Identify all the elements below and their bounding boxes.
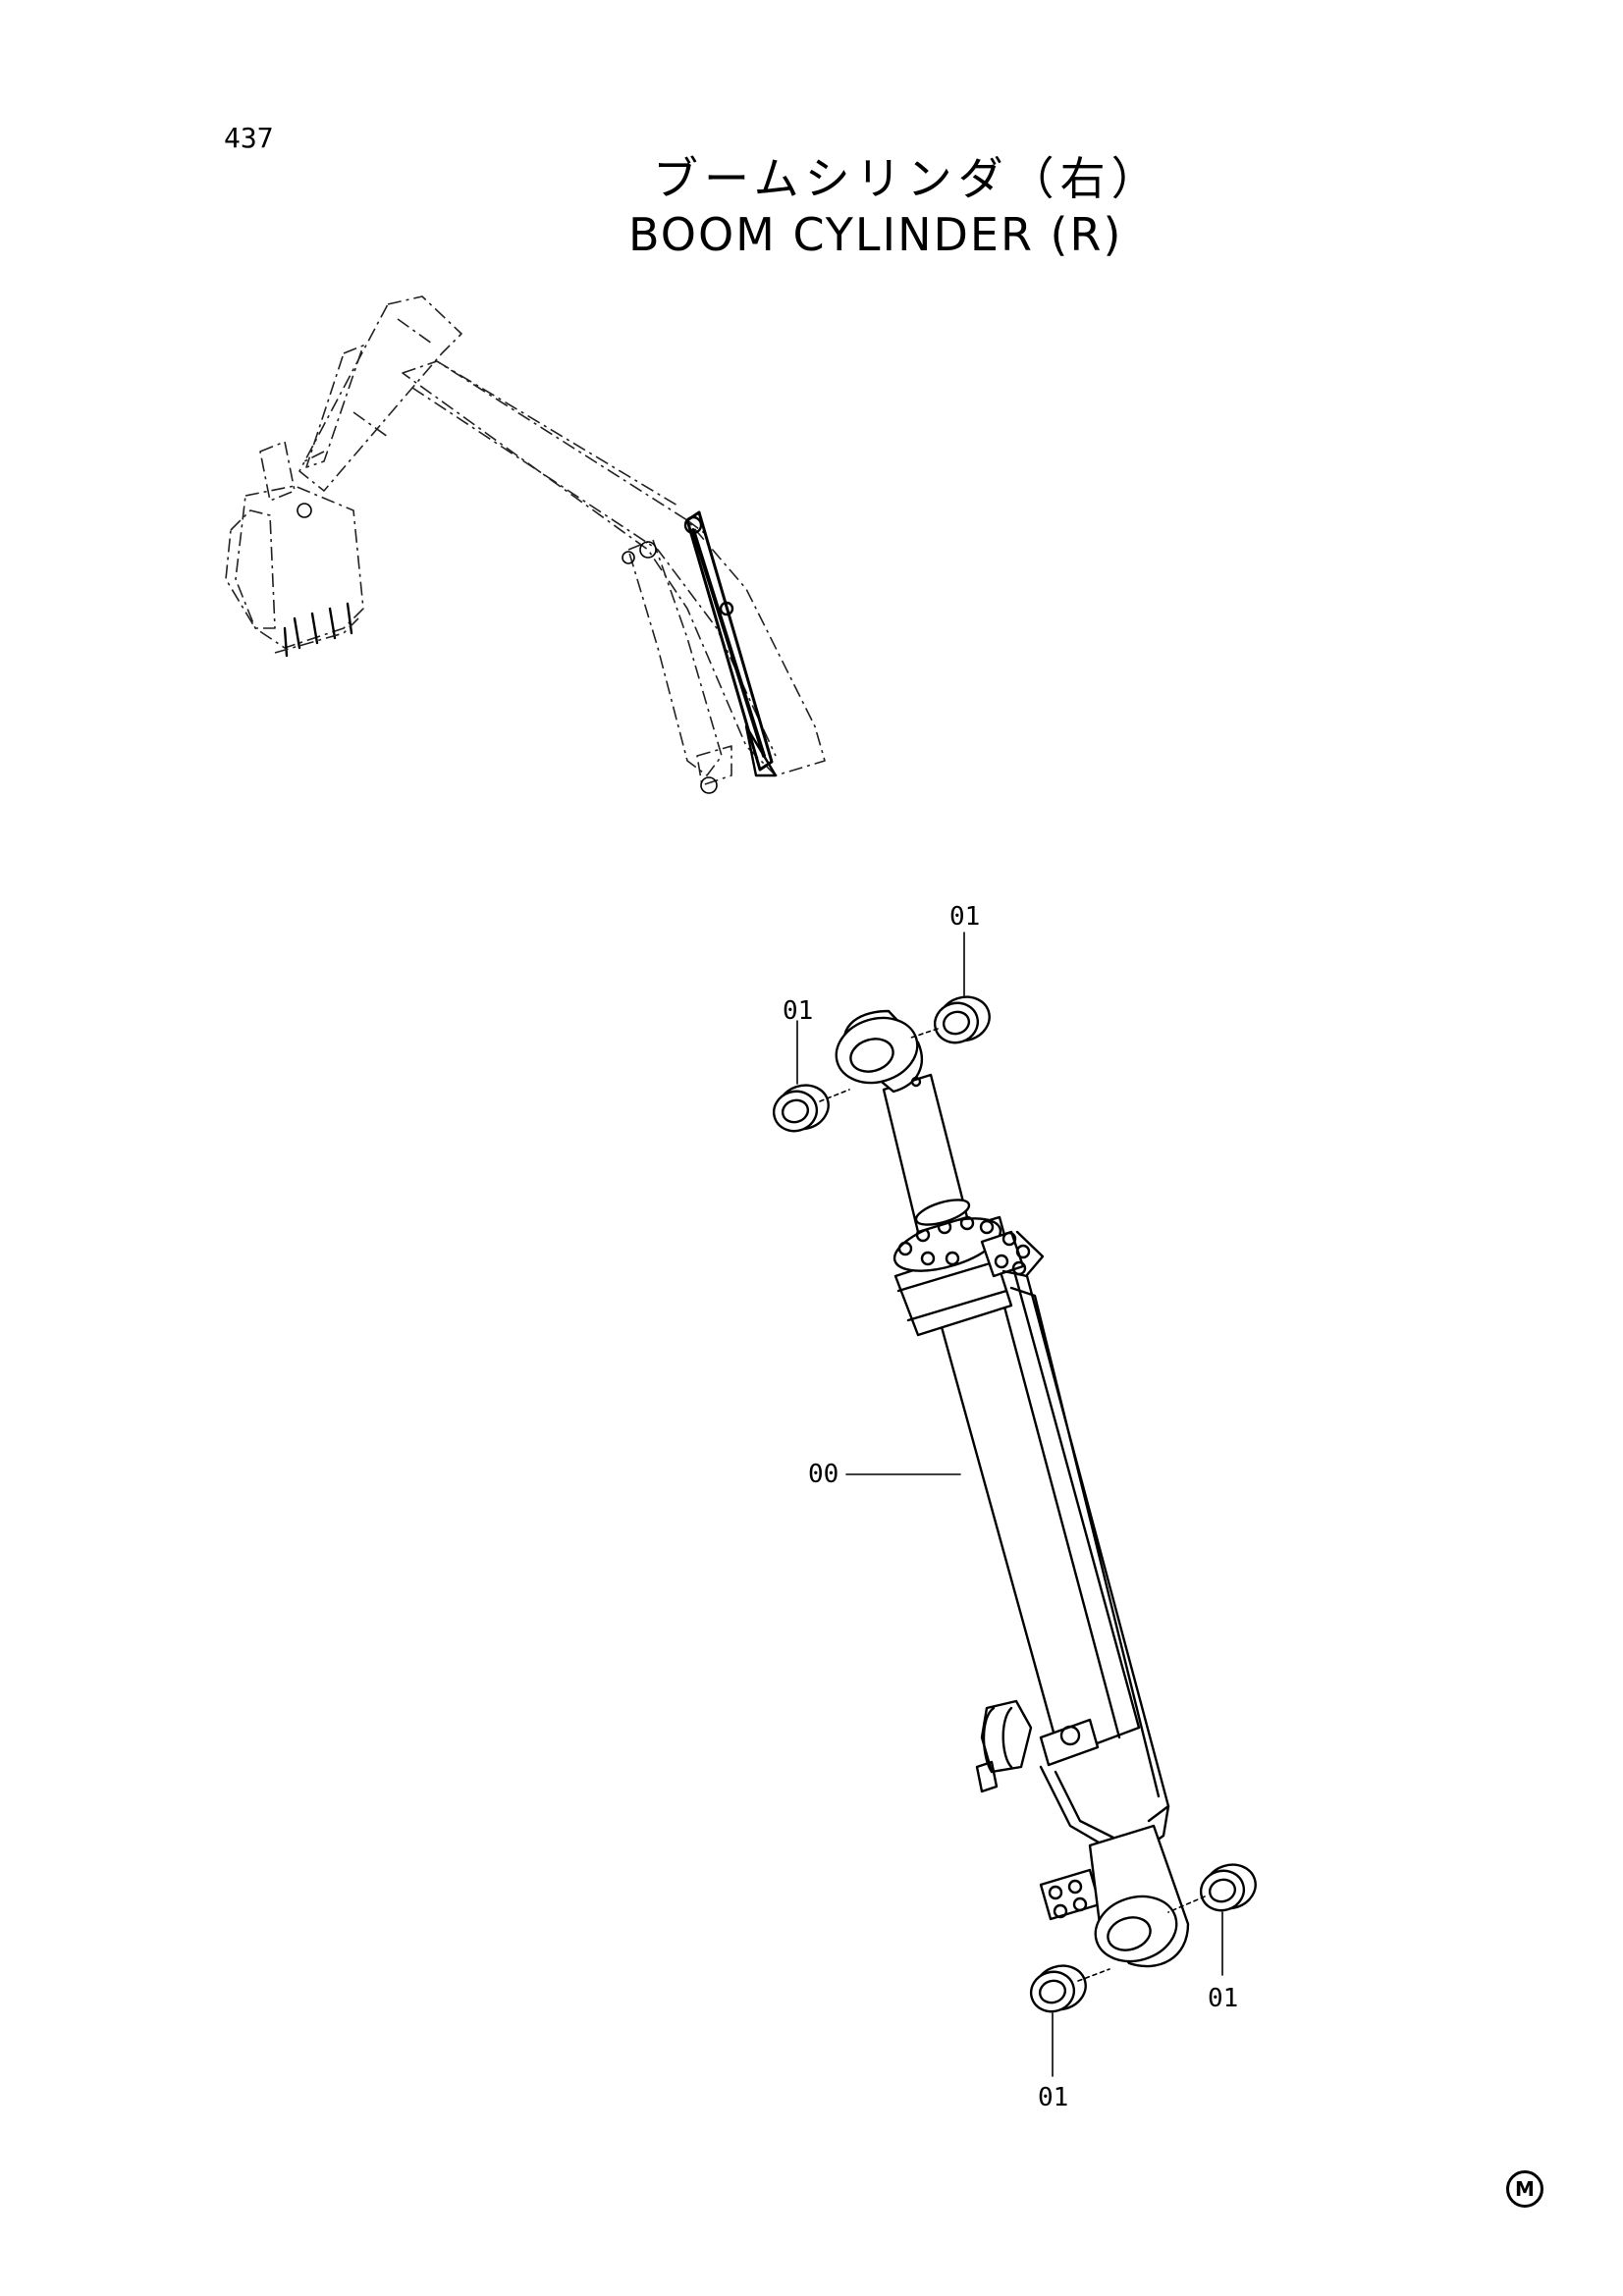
title-japanese: ブームシリンダ（右） [653, 152, 1163, 205]
callout-bushing-bottom-right: 01 [1208, 1984, 1238, 2013]
callout-cylinder-assembly: 00 [808, 1460, 839, 1489]
page-number: 437 [224, 122, 274, 154]
callout-bushing-top-right: 01 [949, 902, 980, 932]
bushing-top-right [933, 995, 991, 1044]
title-english: BOOM CYLINDER (R) [628, 208, 1123, 261]
bushing-bottom-right [1199, 1863, 1257, 1912]
boom-cylinder-assembly [835, 1009, 1190, 1968]
excavator-attachment-overview [225, 295, 826, 794]
bushing-top-left [772, 1084, 830, 1133]
bushing-bottom-left [1029, 1964, 1087, 2013]
registered-mark: M [1506, 2170, 1543, 2208]
callout-bushing-bottom-left: 01 [1038, 2083, 1068, 2112]
callout-bushing-top-left: 01 [783, 996, 813, 1026]
